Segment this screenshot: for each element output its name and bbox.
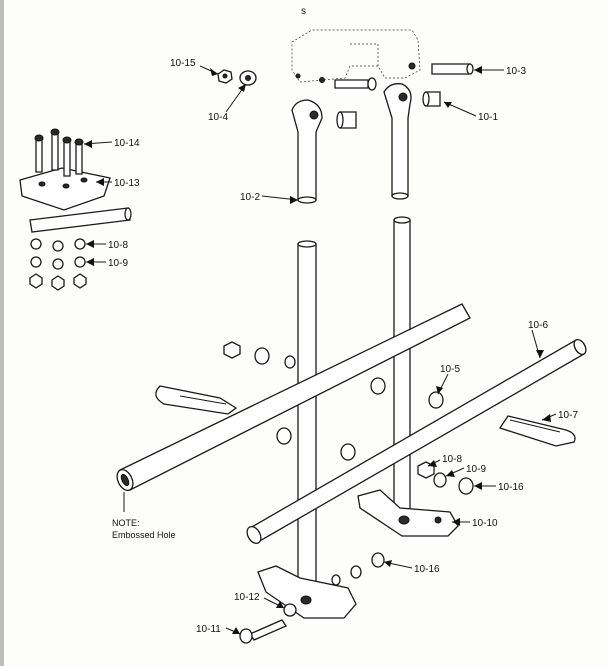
lower-leg-right [393, 216, 411, 521]
callout-10-8-left: 10-8 [108, 240, 128, 251]
note-heading: NOTE: [112, 518, 140, 528]
bolt-10-3 [408, 62, 474, 75]
callout-10-14: 10-14 [114, 138, 140, 149]
note-embossed-hole: Embossed Hole [112, 530, 176, 540]
top-bracket [291, 29, 421, 83]
callout-10-5: 10-5 [440, 364, 460, 375]
leader-arrows [84, 66, 551, 634]
rear-cross-tube [116, 303, 471, 492]
callout-10-8-right: 10-8 [442, 454, 462, 465]
washer-10-4 [239, 70, 257, 86]
callout-10-12: 10-12 [234, 592, 260, 603]
scan-edge [0, 0, 4, 666]
callout-10-4: 10-4 [208, 112, 228, 123]
callout-10-10: 10-10 [472, 518, 498, 529]
leader-lines [83, 65, 557, 635]
callout-10-7: 10-7 [558, 410, 578, 421]
callout-10-1: 10-1 [478, 112, 498, 123]
lower-leg-left [297, 240, 317, 591]
page-marker: s [301, 6, 306, 17]
inset-nuts [29, 238, 87, 291]
bushing-10-1 [422, 91, 441, 107]
callout-10-3: 10-3 [506, 66, 526, 77]
nut-10-15 [217, 69, 233, 84]
hardware-row [223, 341, 474, 495]
callout-10-13: 10-13 [114, 178, 140, 189]
base-foot-10-10 [357, 489, 459, 537]
callout-10-11: 10-11 [196, 624, 221, 635]
callout-10-9-left: 10-9 [108, 258, 128, 269]
inset-assembly [19, 128, 132, 291]
base-foot-lower [257, 565, 357, 619]
callout-10-15: 10-15 [170, 58, 196, 69]
callout-10-2: 10-2 [240, 192, 260, 203]
callout-10-9-right: 10-9 [466, 464, 486, 475]
bolt-10-11 [239, 619, 287, 644]
front-cross-tube-10-6 [246, 338, 587, 545]
upper-leg-right [383, 83, 412, 200]
u-bolt-10-7 [498, 415, 576, 447]
callout-10-16-upper: 10-16 [498, 482, 524, 493]
washer-10-12 [283, 603, 297, 617]
bushing-center [336, 111, 357, 129]
upper-leg-left [291, 99, 323, 204]
bolt-bracket-left [295, 73, 377, 91]
u-bolt-left [155, 385, 238, 415]
callout-10-16-lower: 10-16 [414, 564, 440, 575]
callout-10-6: 10-6 [528, 320, 548, 331]
lower-foot-hardware [331, 552, 385, 586]
